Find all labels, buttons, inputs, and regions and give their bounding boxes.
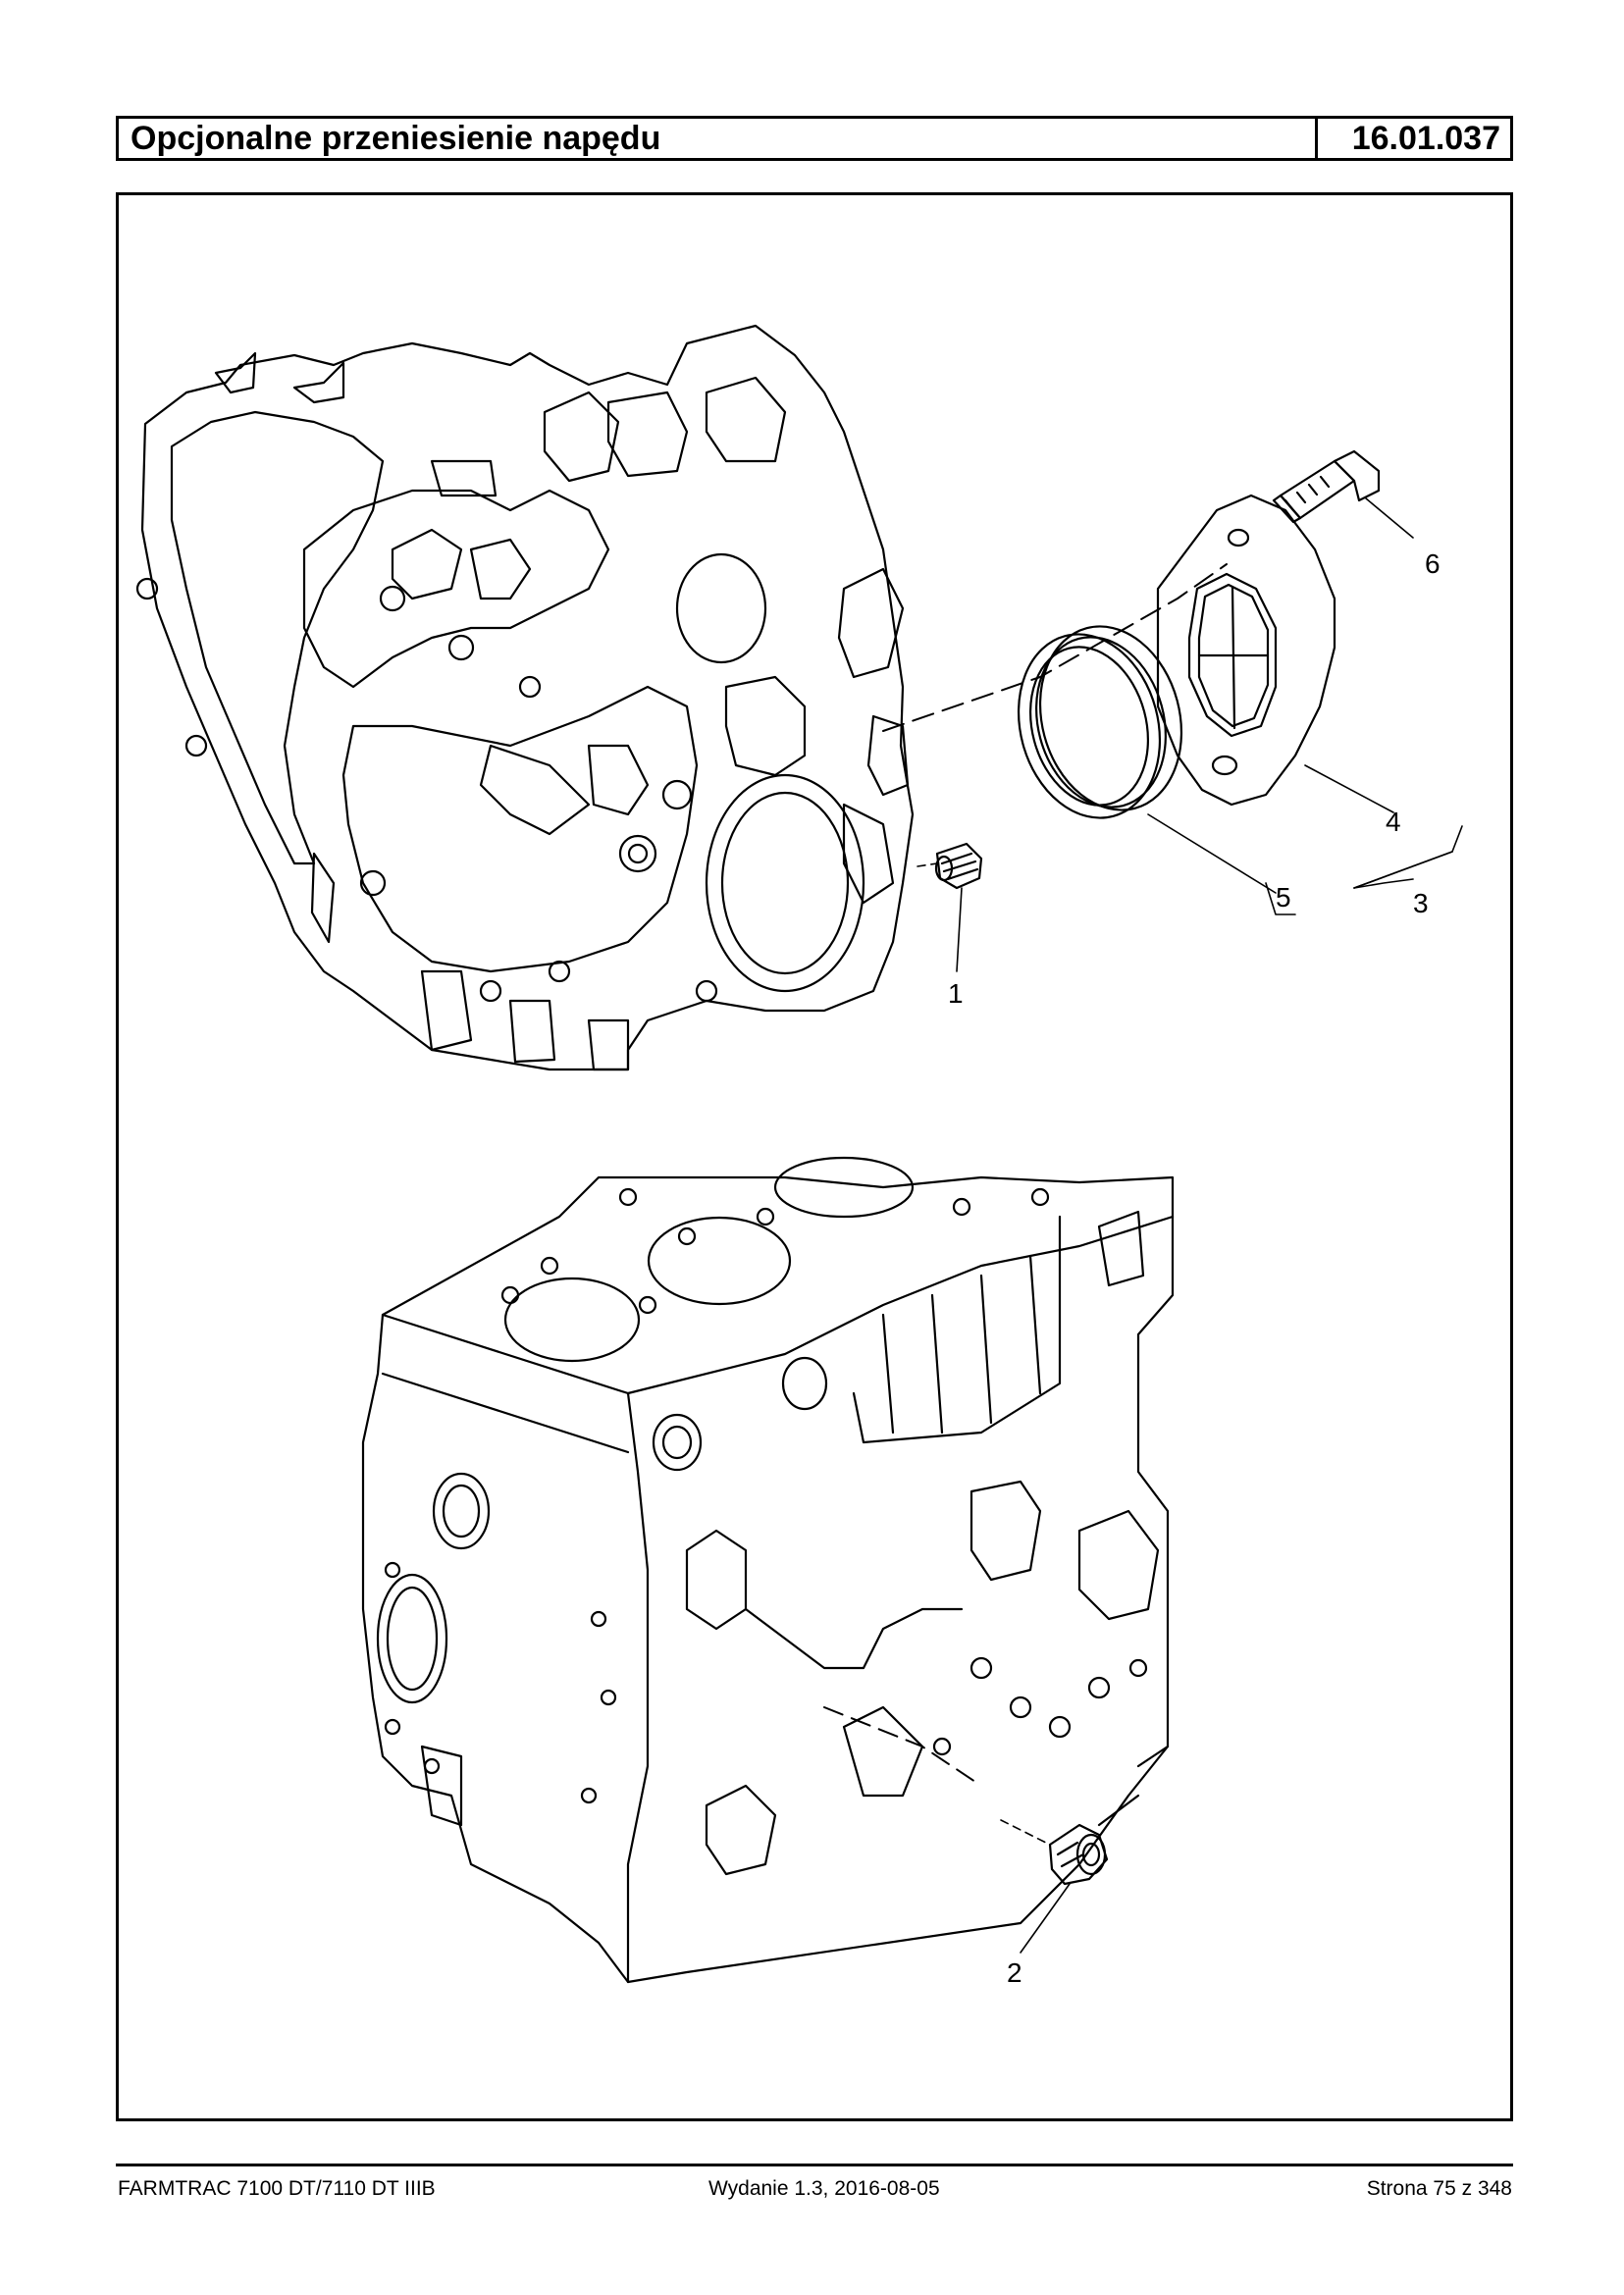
page-header: Opcjonalne przeniesienie napędu 16.01.03… bbox=[116, 116, 1513, 161]
timing-gear-housing bbox=[135, 324, 915, 1071]
footer-page-number: Strona 75 z 348 bbox=[1366, 2177, 1512, 2200]
bolt-part-6 bbox=[1272, 449, 1381, 524]
callout-1: 1 bbox=[948, 978, 964, 1009]
footer-model: FARMTRAC 7100 DT/7110 DT IIIB bbox=[118, 2177, 436, 2200]
section-code: 16.01.037 bbox=[1351, 120, 1500, 157]
callout-4: 4 bbox=[1386, 807, 1401, 837]
parts-drawing-frame bbox=[116, 192, 1513, 2121]
page-title: Opcjonalne przeniesienie napędu bbox=[119, 119, 1318, 158]
plug-part-2 bbox=[1000, 1819, 1109, 1886]
callout-2: 2 bbox=[1007, 1957, 1022, 1988]
callout-3: 3 bbox=[1413, 888, 1429, 918]
footer-divider bbox=[116, 2164, 1513, 2166]
callout-5: 5 bbox=[1276, 882, 1291, 913]
seal-ring-part-5 bbox=[1017, 625, 1183, 819]
callout-6: 6 bbox=[1425, 548, 1441, 579]
plug-part-1 bbox=[917, 842, 983, 890]
cover-plate-part-4 bbox=[1156, 494, 1336, 807]
footer-edition: Wydanie 1.3, 2016-08-05 bbox=[708, 2177, 940, 2200]
